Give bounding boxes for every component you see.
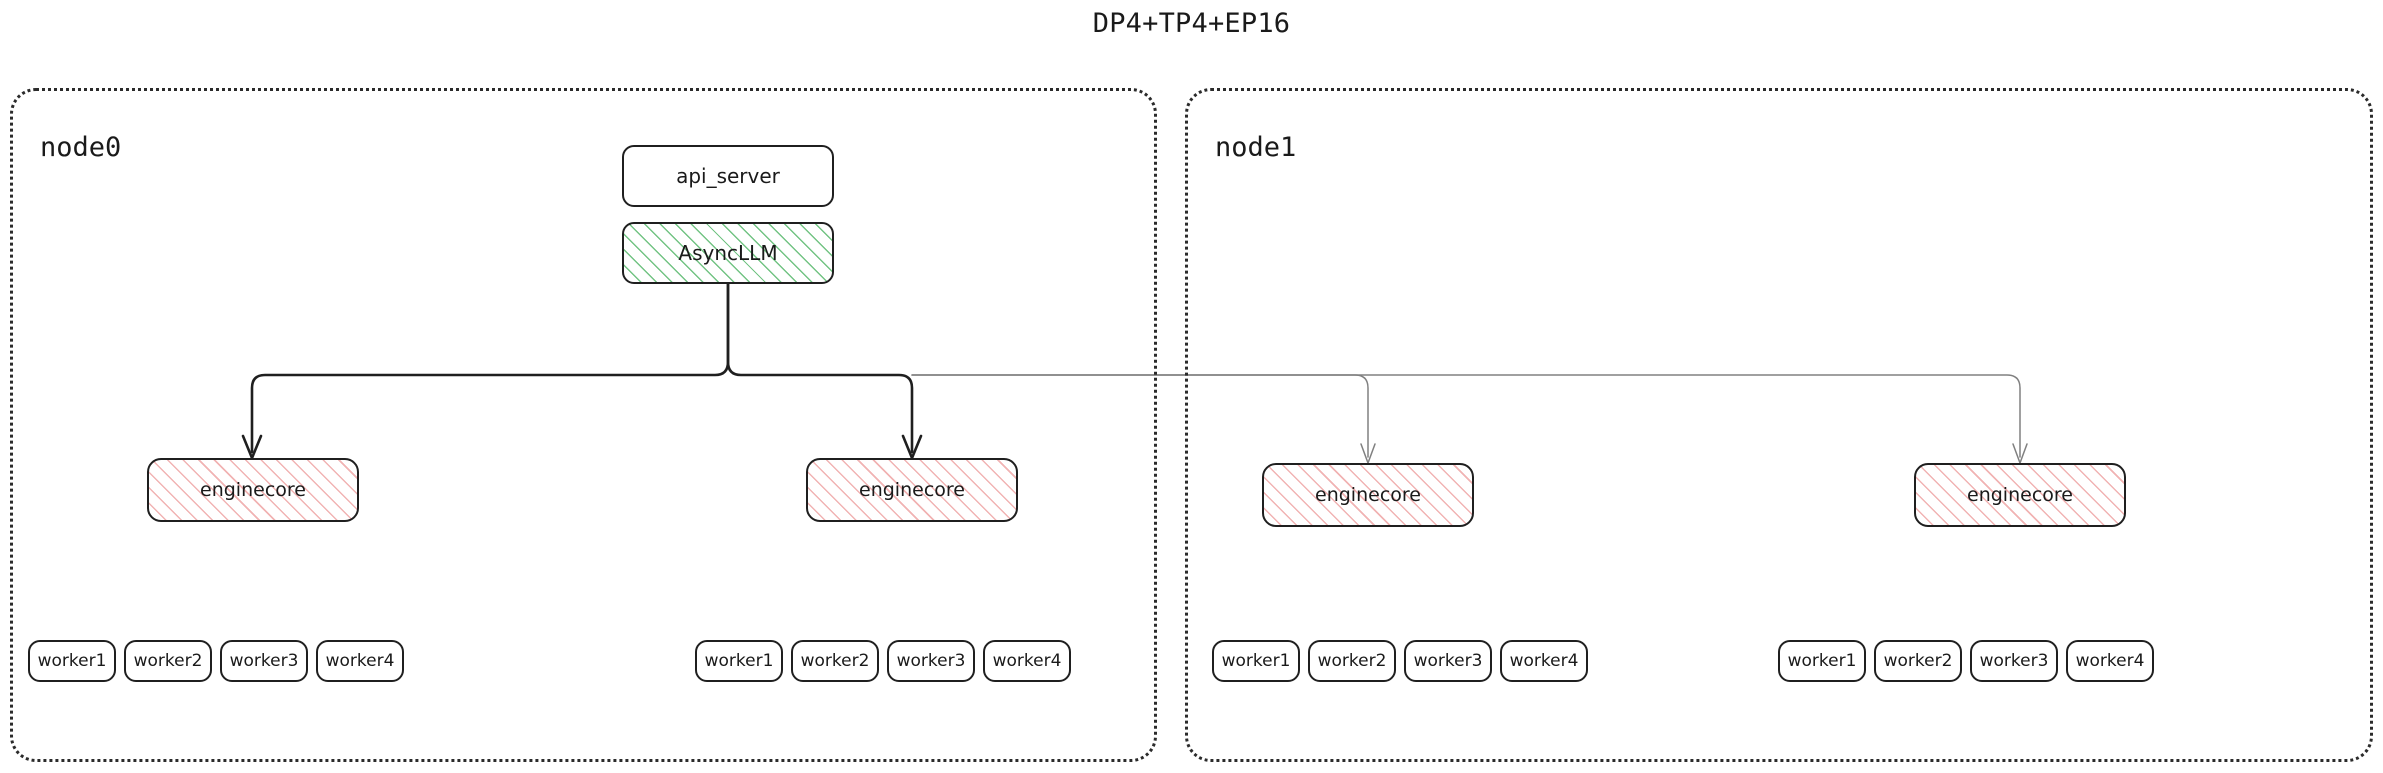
- node-api_server[interactable]: api_server: [622, 145, 834, 207]
- worker-box[interactable]: worker2: [791, 640, 879, 682]
- page-title: DP4+TP4+EP16: [1092, 8, 1291, 39]
- worker-box[interactable]: worker3: [220, 640, 308, 682]
- worker-box[interactable]: worker1: [1212, 640, 1300, 682]
- node-enginecore_0[interactable]: enginecore: [147, 458, 359, 522]
- worker-box[interactable]: worker2: [1874, 640, 1962, 682]
- worker-box[interactable]: worker4: [1500, 640, 1588, 682]
- worker-box[interactable]: worker3: [1404, 640, 1492, 682]
- worker-box[interactable]: worker3: [1970, 640, 2058, 682]
- worker-box[interactable]: worker4: [983, 640, 1071, 682]
- worker-box[interactable]: worker1: [1778, 640, 1866, 682]
- worker-box[interactable]: worker2: [124, 640, 212, 682]
- worker-box[interactable]: worker2: [1308, 640, 1396, 682]
- worker-box[interactable]: worker4: [2066, 640, 2154, 682]
- node-asyncllm[interactable]: AsyncLLM: [622, 222, 834, 284]
- cluster-label-node1: node1: [1215, 132, 1297, 163]
- worker-box[interactable]: worker1: [28, 640, 116, 682]
- node-enginecore_3[interactable]: enginecore: [1914, 463, 2126, 527]
- node-enginecore_1[interactable]: enginecore: [806, 458, 1018, 522]
- worker-box[interactable]: worker4: [316, 640, 404, 682]
- cluster-label-node0: node0: [40, 132, 122, 163]
- worker-box[interactable]: worker1: [695, 640, 783, 682]
- node-enginecore_2[interactable]: enginecore: [1262, 463, 1474, 527]
- worker-box[interactable]: worker3: [887, 640, 975, 682]
